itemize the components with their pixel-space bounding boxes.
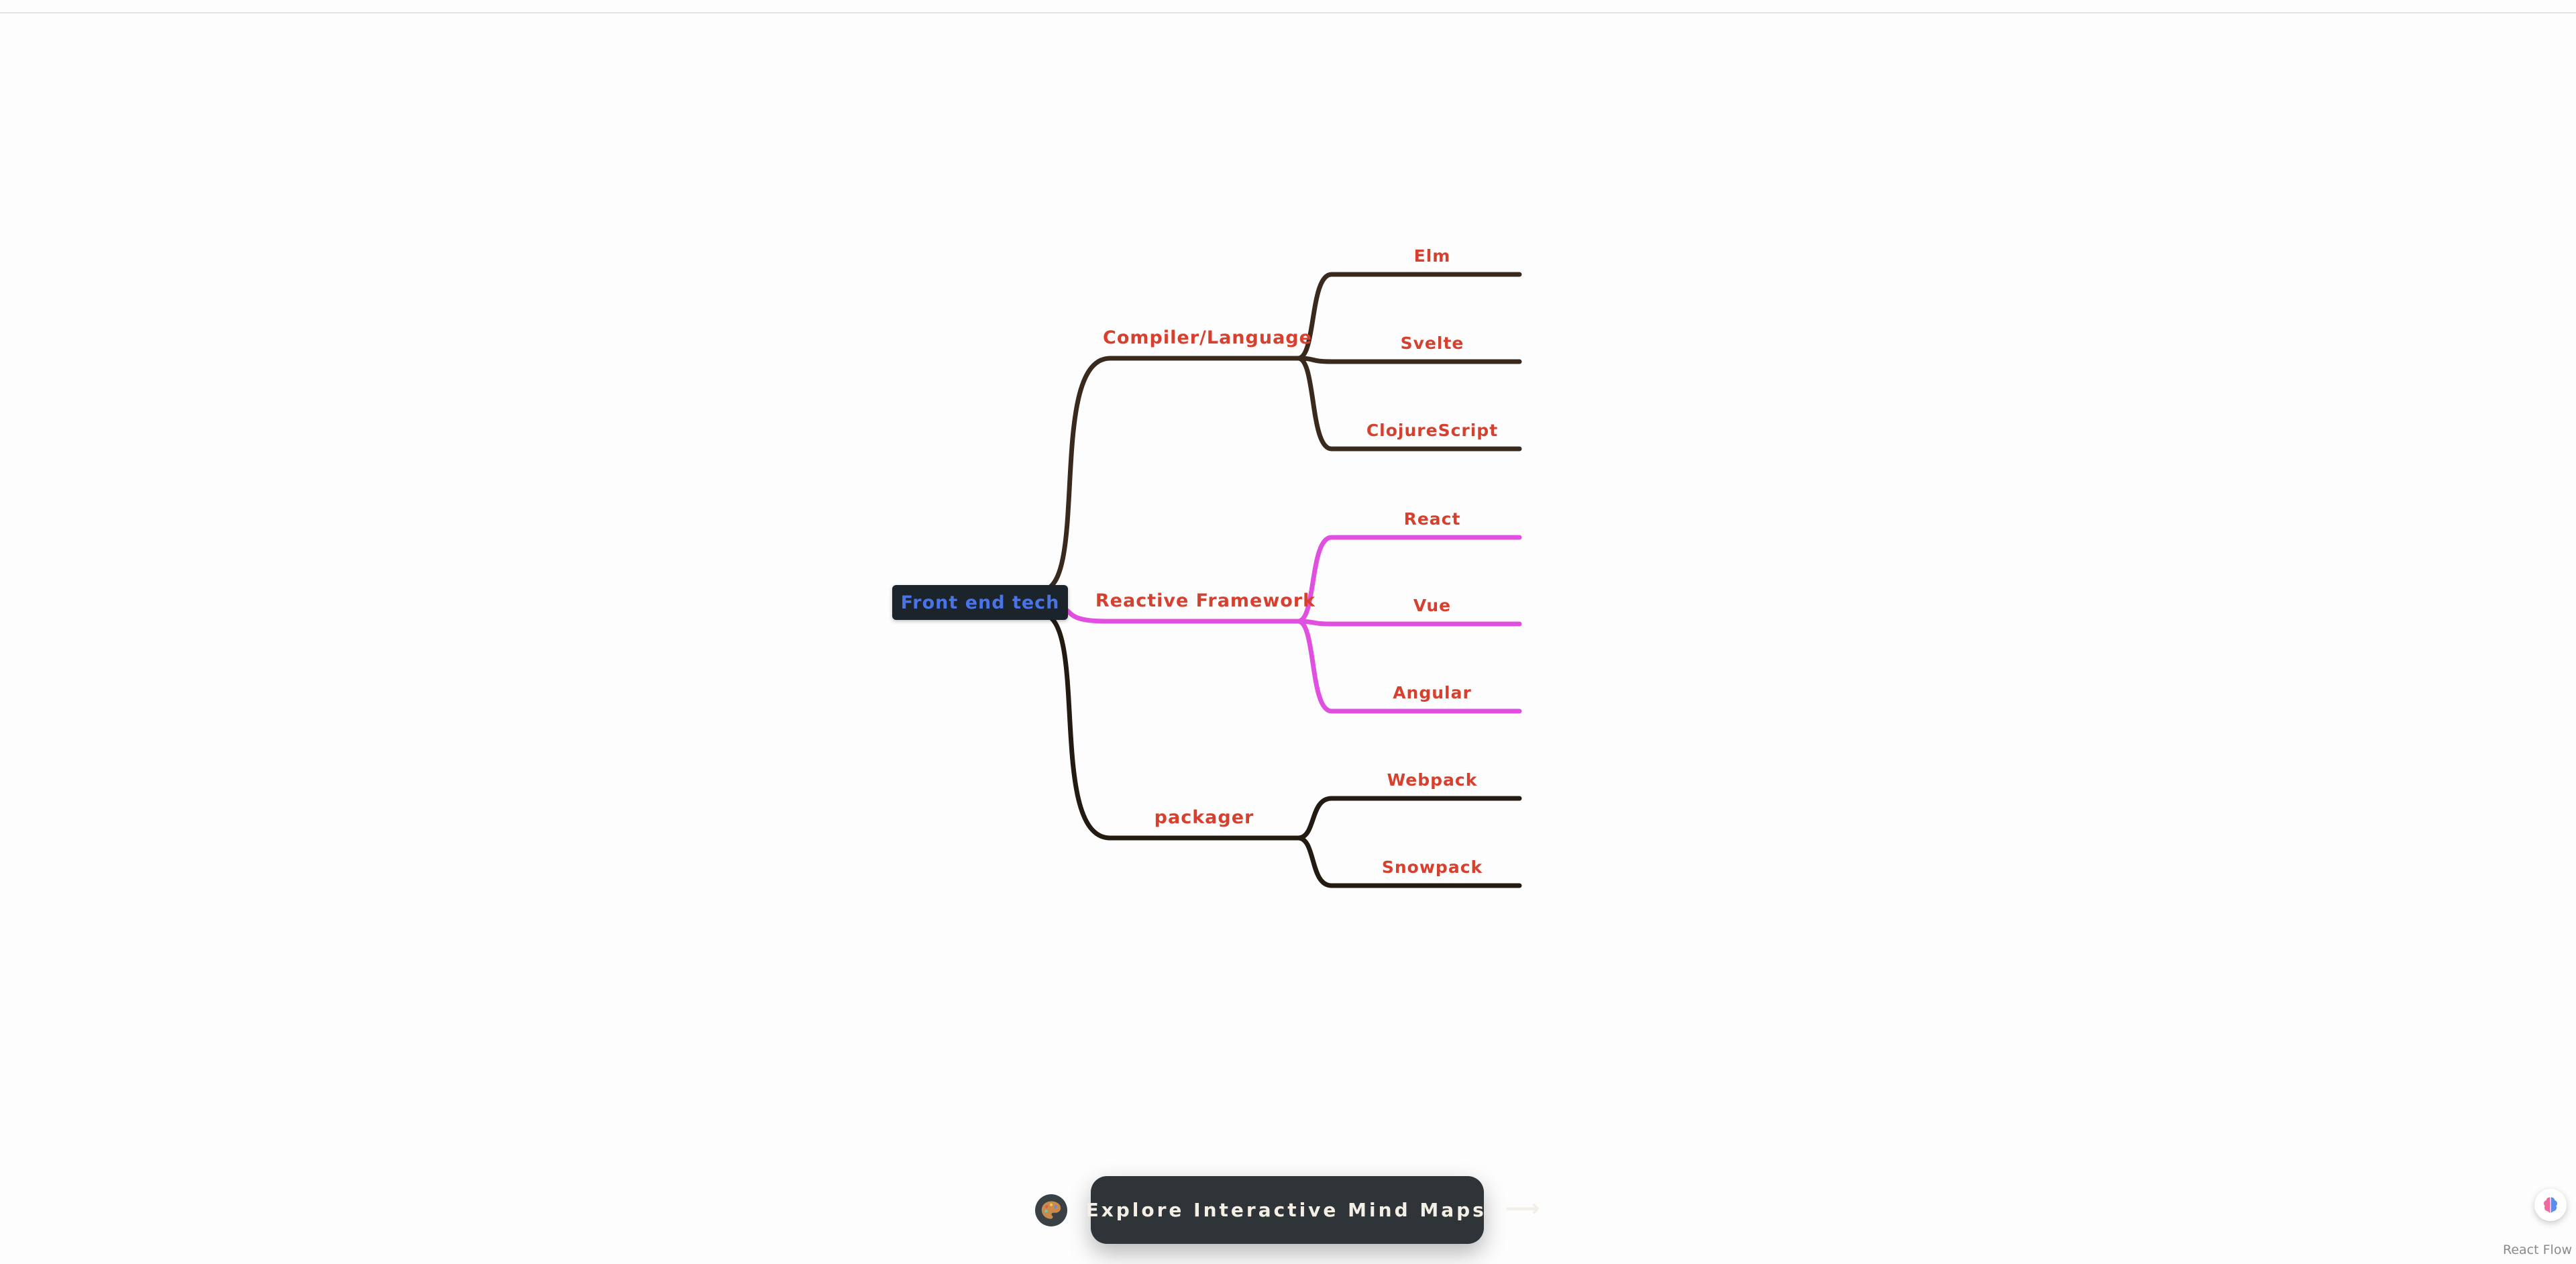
node-label-clojurescript[interactable]: ClojureScript: [1366, 421, 1499, 440]
top-border: [0, 12, 2576, 13]
node-label-elm[interactable]: Elm: [1413, 246, 1451, 266]
node-label-vue[interactable]: Vue: [1413, 596, 1452, 615]
link-compiler-elm: [1295, 272, 1522, 361]
link-reactive-vue: [1295, 619, 1522, 627]
node-label-compiler-language[interactable]: Compiler/Language: [1103, 327, 1312, 348]
node-label-reactive-framework[interactable]: Reactive Framework: [1095, 590, 1316, 611]
link-packager-webpack: [1295, 796, 1522, 841]
node-label-angular[interactable]: Angular: [1393, 683, 1472, 702]
root-node[interactable]: Front end tech: [892, 585, 1068, 620]
mindmap-logo-button[interactable]: [2534, 1189, 2567, 1221]
link-root-packager: [1038, 611, 1301, 841]
link-reactive-react: [1295, 535, 1522, 624]
root-node-label: Front end tech: [900, 592, 1060, 613]
node-label-snowpack[interactable]: Snowpack: [1381, 857, 1483, 877]
node-label-packager[interactable]: packager: [1154, 807, 1254, 828]
explore-mindmaps-button[interactable]: Explore Interactive Mind Maps ⟶: [1034, 1176, 1540, 1244]
brain-icon: [2544, 1197, 2557, 1213]
cta-label: Explore Interactive Mind Maps: [1085, 1199, 1487, 1221]
link-compiler-clojurescript: [1295, 356, 1522, 452]
node-label-svelte[interactable]: Svelte: [1400, 333, 1464, 353]
link-compiler-svelte: [1295, 356, 1522, 364]
link-packager-snowpack: [1295, 835, 1522, 888]
node-label-react[interactable]: React: [1403, 509, 1461, 529]
palette-icon: [1034, 1194, 1067, 1226]
arrow-right-icon: ⟶: [1505, 1194, 1540, 1222]
react-flow-attribution[interactable]: React Flow: [2503, 1243, 2572, 1257]
link-reactive-angular: [1295, 619, 1522, 714]
link-root-compiler-language: [1038, 356, 1301, 593]
node-label-webpack[interactable]: Webpack: [1387, 770, 1478, 790]
